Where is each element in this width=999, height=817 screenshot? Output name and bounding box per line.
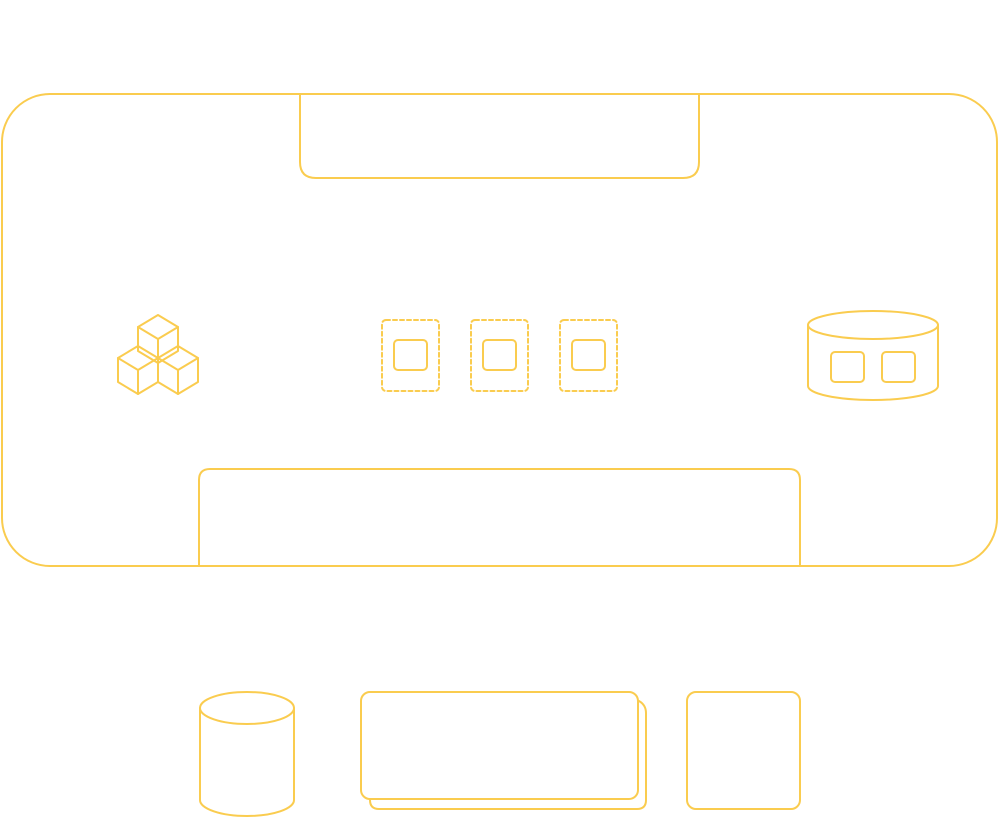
- stacked-documents-icon: [360, 691, 647, 810]
- database-icon: [199, 691, 295, 817]
- top-tab: [299, 93, 700, 179]
- container-icon: [470, 319, 529, 392]
- box-icon: [686, 691, 801, 810]
- database-bucket-icon: [807, 310, 939, 401]
- cubes-icon: [117, 314, 199, 395]
- outer-frame: [1, 93, 998, 567]
- container-icon: [381, 319, 440, 392]
- container-icon: [559, 319, 618, 392]
- bottom-panel: [198, 468, 801, 567]
